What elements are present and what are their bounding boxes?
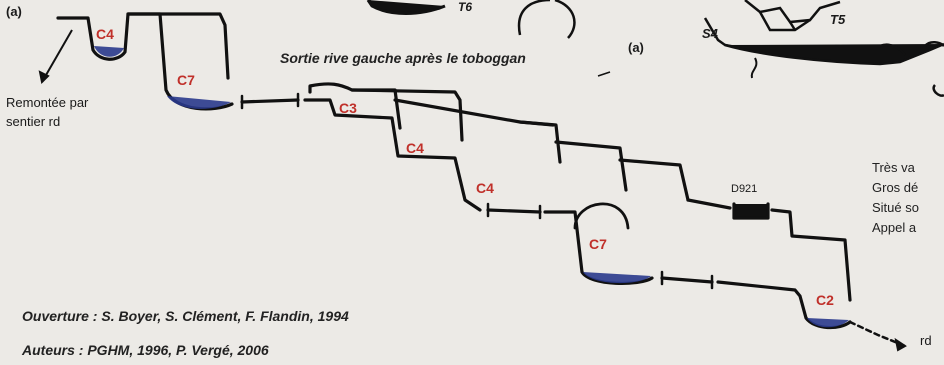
top-sketch-right xyxy=(703,0,944,97)
side-note-line-3: Situé so xyxy=(872,200,919,215)
pool-c2 xyxy=(807,318,849,328)
exit-arrow-head xyxy=(894,337,907,352)
pitch-label-3: C3 xyxy=(339,100,357,116)
pitch-label-4: C4 xyxy=(406,140,424,156)
auteurs-credit: Auteurs : PGHM, 1996, P. Vergé, 2006 xyxy=(22,342,269,358)
reference-a-mid: (a) xyxy=(628,40,644,55)
pitch-label-2: C7 xyxy=(177,72,195,88)
arrows xyxy=(38,29,907,352)
exit-rd-label: rd xyxy=(920,333,932,348)
pitch-label-6: C7 xyxy=(589,236,607,252)
top-sketch-label-t6: T6 xyxy=(458,0,473,14)
pool-c7-second xyxy=(583,272,651,284)
pools xyxy=(94,46,849,328)
top-sketch-label-s4: S4 xyxy=(702,26,718,41)
remontee-arrow xyxy=(41,29,73,83)
remontee-label-line2: sentier rd xyxy=(6,114,61,129)
pitch-label-1: C4 xyxy=(96,26,114,42)
remontee-label-line1: Remontée par xyxy=(6,95,89,110)
side-note-line-1: Très va xyxy=(872,160,915,175)
ouverture-credit: Ouverture : S. Boyer, S. Clément, F. Fla… xyxy=(22,308,349,324)
road-d921-label: D921 xyxy=(731,183,758,195)
side-note-line-2: Gros dé xyxy=(872,180,919,195)
sortie-label: Sortie rive gauche après le toboggan xyxy=(280,50,526,66)
reference-a-left: (a) xyxy=(6,4,22,19)
pitch-label-5: C4 xyxy=(476,180,494,196)
top-sketch-label-t5: T5 xyxy=(830,12,846,27)
topo-line xyxy=(56,12,907,348)
pool-c4-first xyxy=(94,46,124,57)
pool-c7-first xyxy=(167,96,231,109)
side-note-line-4: Appel a xyxy=(872,220,917,235)
sortie-arrow xyxy=(597,71,611,77)
pitch-label-7: C2 xyxy=(816,292,834,308)
top-sketch-left xyxy=(366,0,576,39)
